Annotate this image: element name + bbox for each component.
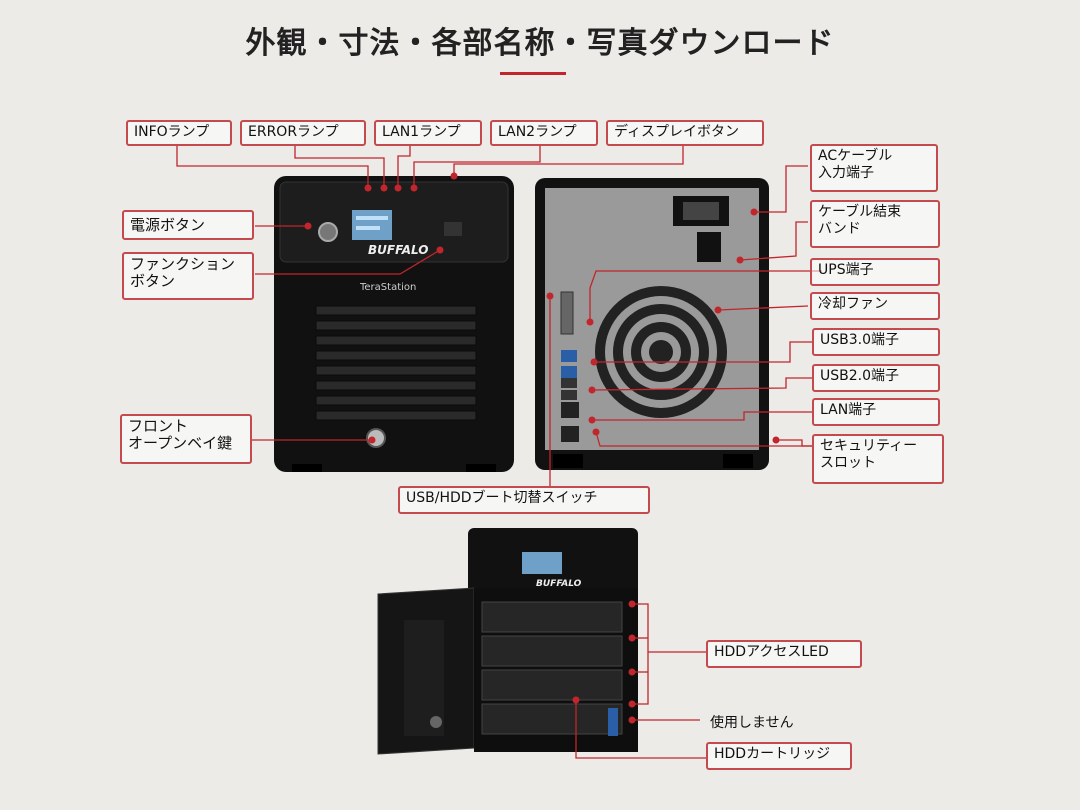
callout-usb20-port: USB2.0端子: [812, 364, 940, 392]
callout-ac-cable-port: ACケーブル 入力端子: [810, 144, 938, 192]
callout-ups-port: UPS端子: [810, 258, 940, 286]
front-brand-logo: BUFFALO: [368, 243, 428, 257]
callout-security-slot: セキュリティー スロット: [812, 434, 944, 484]
callout-usb30-port: USB3.0端子: [812, 328, 940, 356]
callout-error-lamp: ERRORランプ: [240, 120, 366, 146]
page-title: 外観・寸法・各部名称・写真ダウンロード: [245, 26, 835, 61]
callout-front-open-key: フロント オープンベイ鍵: [120, 414, 252, 464]
callout-usb-hdd-boot-switch: USB/HDDブート切替スイッチ: [398, 486, 650, 514]
callout-lan1-lamp: LAN1ランプ: [374, 120, 482, 146]
title-underline: [500, 72, 566, 75]
label-not-used: 使用しません: [710, 715, 794, 731]
callout-cable-band: ケーブル結束 バンド: [810, 200, 940, 248]
callout-hdd-cartridge: HDDカートリッジ: [706, 742, 852, 770]
open-unit-brand-logo: BUFFALO: [536, 579, 582, 589]
callout-lan-port: LAN端子: [812, 398, 940, 426]
callout-hdd-access-led: HDDアクセスLED: [706, 640, 862, 668]
rear-unit-illustration: [535, 178, 769, 470]
callout-display-button: ディスプレイボタン: [606, 120, 764, 146]
front-model-label: TeraStation: [359, 282, 416, 293]
front-unit-illustration: BUFFALO TeraStation: [274, 176, 514, 472]
callout-cooling-fan: 冷却ファン: [810, 292, 940, 320]
open-bay-unit-illustration: BUFFALO: [377, 528, 638, 755]
callout-power-button: 電源ボタン: [122, 210, 254, 240]
callout-function-button: ファンクション ボタン: [122, 252, 254, 300]
callout-info-lamp: INFOランプ: [126, 120, 232, 146]
callout-lan2-lamp: LAN2ランプ: [490, 120, 598, 146]
